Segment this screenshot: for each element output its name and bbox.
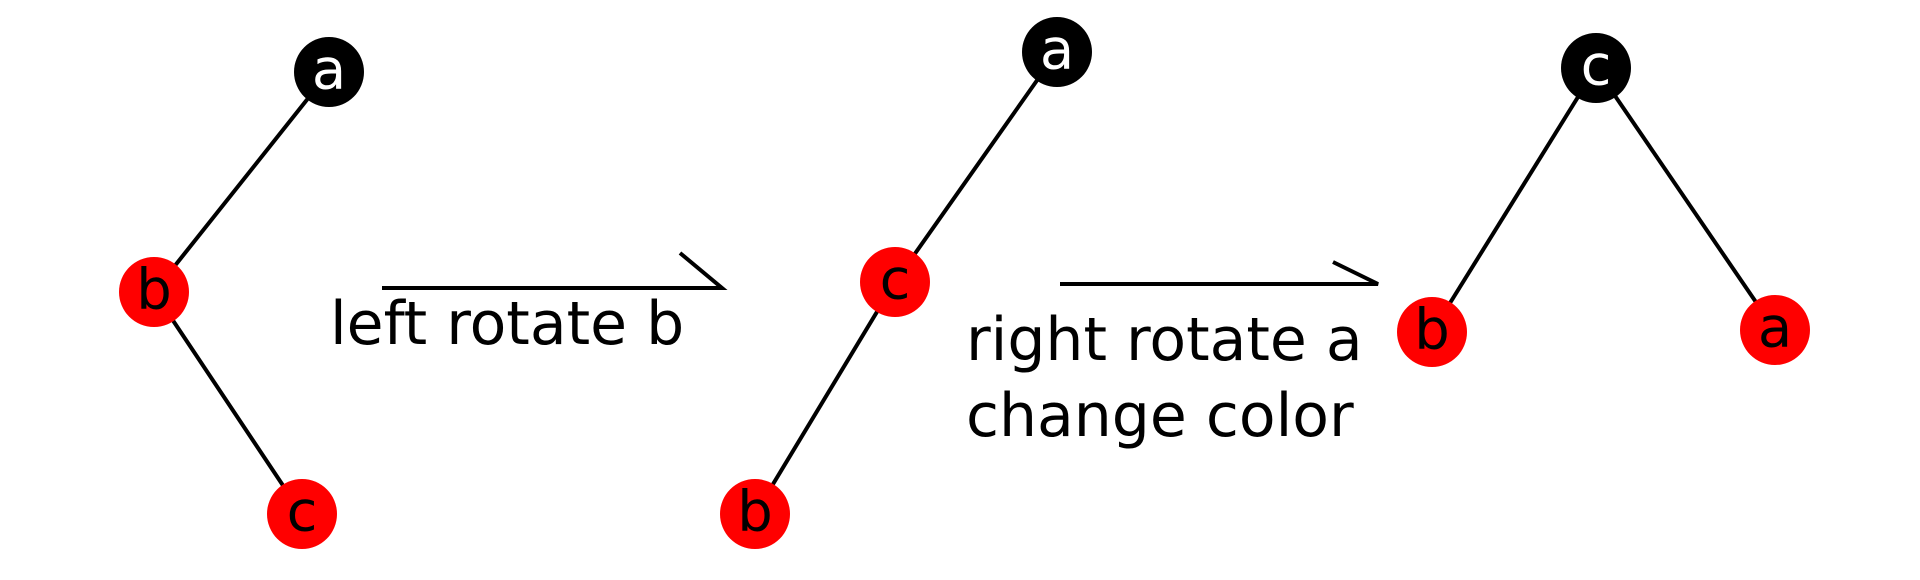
tree-2-node-c: c (860, 247, 930, 317)
step-2-caption-line-1: right rotate a (966, 305, 1363, 375)
tree-3-node-c: c (1561, 33, 1631, 103)
tree-1-node-c: c (267, 479, 337, 549)
node-label: a (1758, 296, 1792, 361)
red-node-circle (1397, 297, 1467, 367)
red-node-circle (267, 479, 337, 549)
edges-layer (152, 50, 1777, 516)
captions-layer: left rotate b right rotate a change colo… (330, 289, 1363, 451)
black-node-circle (1022, 17, 1092, 87)
red-node-circle (1740, 295, 1810, 365)
red-node-circle (720, 479, 790, 549)
nodes-layer: a b c a c b c b a (119, 17, 1810, 549)
arrows-layer (382, 251, 1379, 290)
node-label: c (287, 480, 318, 545)
red-node-circle (860, 247, 930, 317)
step-arrow-2 (1060, 260, 1379, 286)
black-node-circle (1561, 33, 1631, 103)
tree-1-edge-a-b (152, 70, 331, 294)
tree-1-node-b: b (119, 257, 189, 327)
tree-1-node-a: a (294, 37, 364, 107)
tree-3-node-b: b (1397, 297, 1467, 367)
tree-3-edge-c-a (1594, 66, 1777, 332)
tree-3-edge-c-b (1430, 66, 1598, 334)
node-label: c (1581, 34, 1612, 99)
step-arrow-1 (382, 251, 728, 290)
node-label: b (136, 258, 172, 323)
tree-2-node-b: b (720, 479, 790, 549)
tree-2-edge-a-c (893, 50, 1059, 284)
node-label: b (1414, 298, 1450, 363)
step-1-caption-line-1: left rotate b (330, 289, 684, 359)
node-label: a (1040, 18, 1074, 83)
node-label: b (737, 480, 773, 545)
tree-1-edge-b-c (152, 290, 304, 516)
black-node-circle (294, 37, 364, 107)
node-label: c (880, 248, 911, 313)
tree-3-node-a: a (1740, 295, 1810, 365)
red-node-circle (119, 257, 189, 327)
step-2-caption-line-2: change color (966, 381, 1354, 451)
node-label: a (312, 38, 346, 103)
tree-2-node-a: a (1022, 17, 1092, 87)
tree-2-edge-c-b (753, 280, 897, 516)
